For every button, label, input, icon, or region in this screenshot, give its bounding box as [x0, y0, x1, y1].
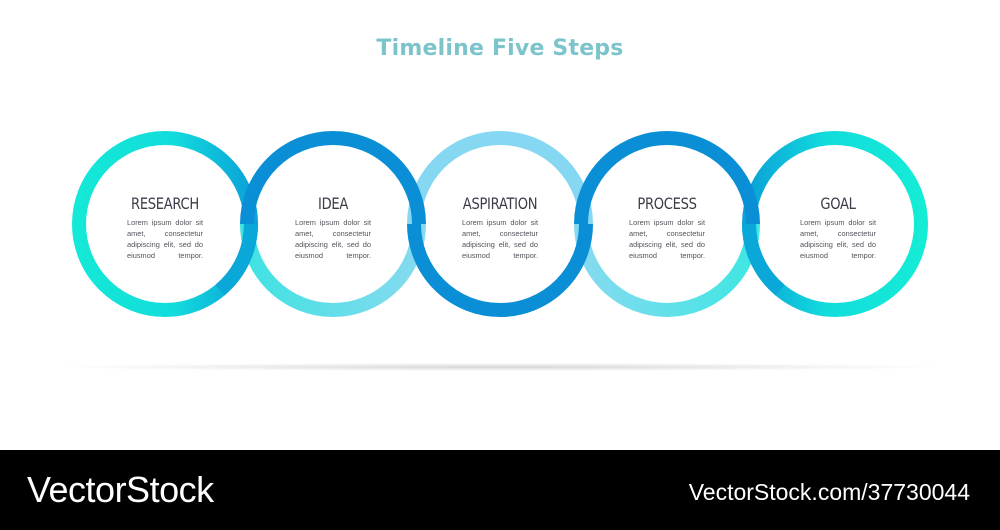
step-process: PROCESS Lorem ipsum dolor sit amet, cons… — [592, 193, 742, 261]
ring-3-top — [407, 131, 593, 225]
ring-3-bottom — [407, 223, 593, 317]
step-research: RESEARCH Lorem ipsum dolor sit amet, con… — [90, 193, 240, 261]
step-description: Lorem ipsum dolor sit amet, consectetur … — [800, 218, 876, 260]
timeline-rings — [72, 131, 928, 317]
step-title: RESEARCH — [131, 194, 199, 213]
step-description: Lorem ipsum dolor sit amet, consectetur … — [629, 218, 705, 260]
step-title: ASPIRATION — [462, 194, 538, 213]
step-title: IDEA — [318, 194, 348, 213]
watermark-banner — [0, 450, 1000, 530]
ring-2-top — [240, 131, 426, 225]
ring-4-bottom — [574, 223, 760, 317]
step-description: Lorem ipsum dolor sit amet, consectetur … — [295, 218, 371, 260]
ring-2-bottom — [240, 223, 426, 317]
step-title: PROCESS — [637, 194, 697, 213]
step-idea: IDEA Lorem ipsum dolor sit amet, consect… — [258, 193, 408, 261]
step-description: Lorem ipsum dolor sit amet, consectetur … — [127, 218, 203, 260]
floor-shadow — [60, 363, 940, 371]
ring-4-top — [574, 131, 760, 225]
step-title: GOAL — [820, 194, 856, 213]
diagram-title: Timeline Five Steps — [376, 36, 624, 61]
step-goal: GOAL Lorem ipsum dolor sit amet, consect… — [763, 193, 913, 261]
watermark-url: VectorStock.com/37730044 — [688, 479, 970, 505]
watermark-brand: VectorStock — [27, 469, 214, 510]
step-aspiration: ASPIRATION Lorem ipsum dolor sit amet, c… — [425, 193, 575, 261]
step-description: Lorem ipsum dolor sit amet, consectetur … — [462, 218, 538, 260]
